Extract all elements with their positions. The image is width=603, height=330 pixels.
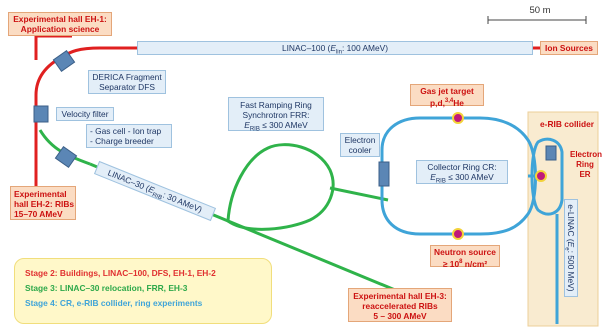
- scale-bar-label: 50 m: [529, 5, 551, 16]
- erib-collider-label: e-RIB collider: [540, 119, 594, 129]
- magnets: [33, 49, 557, 187]
- velocity-filter-label: Velocity filter: [56, 107, 114, 121]
- neutron-source-label: Neutron source ≥ 108 n/cm²: [430, 245, 500, 269]
- legend-stage2: Stage 2: Buildings, LINAC–100, DFS, EH-1…: [25, 268, 216, 278]
- frr-label: Fast Ramping Ring Synchrotron FRR: ERIB …: [228, 97, 324, 133]
- eh2-label: Experimental hall EH-2: RIBs 15–70 AMeV: [10, 186, 76, 220]
- linac100-label: LINAC–100 (Elin: 100 AMeV): [137, 41, 533, 56]
- target-markers: [452, 112, 547, 240]
- gas-jet-target-label: Gas jet target p,d,3,4He: [410, 84, 484, 108]
- scale-bar: [487, 16, 587, 24]
- legend-stage3: Stage 3: LINAC–30 relocation, FRR, EH-3: [25, 283, 188, 293]
- collector-ring-label: Collector Ring CR: ERIB ≤ 300 AMeV: [416, 160, 508, 185]
- erib-collider-hall: [527, 111, 599, 327]
- legend-stage4: Stage 4: CR, e-RIB collider, ring experi…: [25, 298, 203, 308]
- gas-cell-label: - Gas cell - Ion trap - Charge breeder: [86, 124, 172, 148]
- ion-sources-label: Ion Sources: [540, 41, 598, 55]
- elinac-label: e-LINAC (Ee: 500 MeV): [563, 199, 578, 297]
- eh3-label: Experimental hall EH-3: reaccelerated RI…: [348, 288, 452, 322]
- electron-ring-label: Electron Ring ER: [570, 150, 603, 179]
- stage-legend: Stage 2: Buildings, LINAC–100, DFS, EH-1…: [14, 258, 272, 324]
- derica-label: DERICA Fragment Separator DFS: [88, 70, 166, 94]
- electron-cooler-label: Electron cooler: [340, 133, 380, 157]
- eh1-label: Experimental hall EH-1: Application scie…: [8, 12, 112, 36]
